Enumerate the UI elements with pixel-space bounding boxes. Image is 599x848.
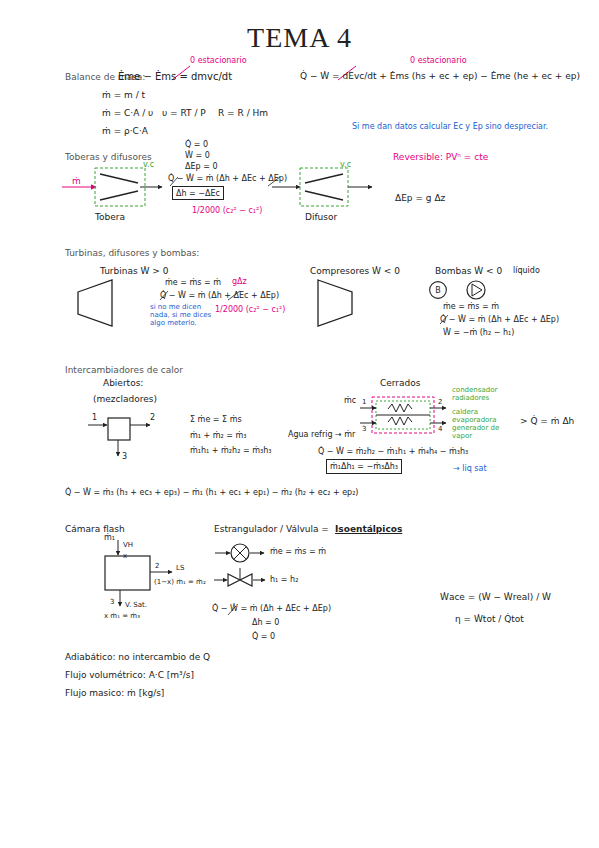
note-text: Cámara flash [65, 524, 125, 534]
note-text: ṁ = C·A / υ [102, 108, 153, 118]
note-text: V. Sat. [125, 601, 147, 609]
note-text: R = R / Hm [218, 108, 268, 118]
note-text: ṁ₁h₁ + ṁ₂h₂ = ṁ₃h₃ [190, 446, 271, 455]
note-text: Q̇ − Ẇ = ṁ (Δh + ΔEc + ΔEp) [212, 604, 331, 613]
note-text: Isoentálpicos [335, 524, 402, 534]
boxed-formula: Δh = −ΔEc [172, 186, 224, 200]
note-text: Intercambiadores de calor [65, 365, 183, 375]
note-text: υ = RT / P [162, 108, 206, 118]
node-text: B [435, 286, 441, 295]
note-text: Tobera [95, 212, 125, 222]
note-text: VH [123, 541, 133, 549]
note-text: ṁ [72, 176, 81, 186]
note-text: 2 [438, 398, 442, 406]
boxed-formula: ṁ₁Δh₁ = −ṁ₃Δh₃ [326, 459, 402, 474]
note-text: 2 [150, 413, 155, 422]
note-text: Q̇ − Ẇ = ṁ (Δh + ΔEc + ΔEp) [160, 291, 279, 300]
note-text: ṁ = m / t [102, 90, 145, 100]
note-text: ṁe = ṁs = ṁ [165, 278, 221, 287]
note-text: 3 [122, 452, 127, 461]
node-text: ṁ₁Δh₁ = −ṁ₃Δh₃ [330, 462, 398, 471]
note-text: (mezcladores) [93, 394, 157, 404]
note-text: condensador radiadores [452, 386, 514, 402]
note-text: Adiabático: no intercambio de Q [65, 652, 210, 662]
note-text: Flujo masico: ṁ [kg/s] [65, 688, 164, 698]
node-text: Δh = −ΔEc [176, 189, 220, 198]
note-text: 2 [155, 562, 159, 570]
note-text: ΔEp = g Δz [395, 193, 445, 203]
note-text: 0 estacionario [190, 56, 247, 65]
note-text: Ẇace = (Ẇ − Ẇreal) / Ẇ [440, 592, 551, 602]
note-text: Compresores Ẇ < 0 [310, 266, 400, 276]
note-text: Q̇ − Ẇ = ṁ₃ (h₃ + ec₃ + ep₃) − ṁ₁ (h₁ + … [65, 488, 359, 497]
note-text: h₁ = h₂ [270, 575, 298, 584]
note-text: Difusor [305, 212, 337, 222]
note-text: ṁ₁ + ṁ₂ = ṁ₃ [190, 431, 247, 440]
note-text: Q̇ = 0 [252, 632, 275, 641]
note-text: Q̇ − Ẇ = ṁ₂h₂ − ṁ₁h₁ + ṁ₄h₄ − ṁ₃h₃ [318, 447, 468, 456]
note-text: 3 [362, 425, 366, 433]
note-text: Reversible: PVⁿ = cte [393, 152, 488, 162]
note-text: LS [176, 564, 184, 572]
note-text: → liq sat [453, 464, 487, 473]
note-text: Si me dan datos calcular Ec y Ep sino de… [352, 122, 548, 131]
note-text: 3 [110, 598, 114, 606]
note-text: caldera evaporadora generador de vapor [452, 408, 514, 440]
note-text: 1/2000 (c₂² − c₁²) [192, 206, 262, 215]
note-text: Ẇ = −ṁ (h₂ − h₁) [443, 328, 514, 337]
note-text: líquido [513, 266, 540, 275]
note-text: Q̇ − Ẇ = ṁ (Δh + ΔEc + ΔEp) [168, 174, 287, 183]
note-text: ṁ₁ [104, 533, 115, 542]
note-text: Δh = 0 [252, 618, 279, 627]
note-text: ṁe = ṁs = ṁ [443, 302, 499, 311]
note-text: η = Ẇtot / Q̇tot [455, 614, 524, 624]
note-text: x ṁ₁ = ṁ₃ [104, 612, 140, 620]
note-text: Toberas y difusores [65, 152, 152, 162]
note-text: Turbinas Ẇ > 0 [100, 266, 168, 276]
note-text: Abiertos: [103, 378, 143, 388]
note-text: 1/2000 (c₂² − c₁²) [215, 305, 285, 314]
note-text: ΔEp = 0 [185, 162, 217, 171]
note-text: 0 estacionario [410, 56, 467, 65]
note-text: Q̇ = 0 [185, 140, 208, 149]
note-text: Σ ṁe = Σ ṁs [190, 415, 242, 424]
note-text: Estrangulador / Válvula = [214, 524, 329, 534]
pump-circle: B [429, 281, 447, 299]
note-text: Agua refrig → ṁr [288, 430, 355, 439]
note-text: Cerrados [380, 378, 421, 388]
note-text: (1−x) ṁ₁ = ṁ₂ [154, 578, 206, 586]
note-text: 1 [92, 413, 97, 422]
note-text: Flujo volumétrico: A·C [m³/s] [65, 670, 194, 680]
page-title: TEMA 4 [0, 22, 599, 54]
note-text: Turbinas, difusores y bombas: [65, 248, 199, 258]
note-text: > Q̇ = ṁ Δh [520, 416, 574, 426]
note-text: Q̇ − Ẇ = dEvc/dt + Ėms (hs + ec + ep) − … [300, 71, 580, 81]
note-text: ṁe = ṁs = ṁ [270, 547, 326, 556]
note-text: v.c [340, 160, 351, 169]
note-text: ṁ = ρ·C·A [102, 126, 148, 136]
note-text: x [123, 552, 127, 560]
note-text: 4 [438, 425, 442, 433]
note-text: 1 [362, 398, 366, 406]
note-text: Ėme − Ėms = dmvc/dt [118, 71, 232, 83]
note-text: v.c [143, 160, 154, 169]
note-text: ṁc [344, 396, 356, 405]
note-text: Bombas Ẇ < 0 [435, 266, 502, 276]
note-text: Q̇ − Ẇ = ṁ (Δh + ΔEc + ΔEp) [440, 315, 559, 324]
note-text: gΔz [232, 277, 247, 286]
note-text: Ẇ = 0 [185, 151, 210, 160]
note-text: si no me dicen nada, si me dices algo me… [150, 303, 212, 327]
